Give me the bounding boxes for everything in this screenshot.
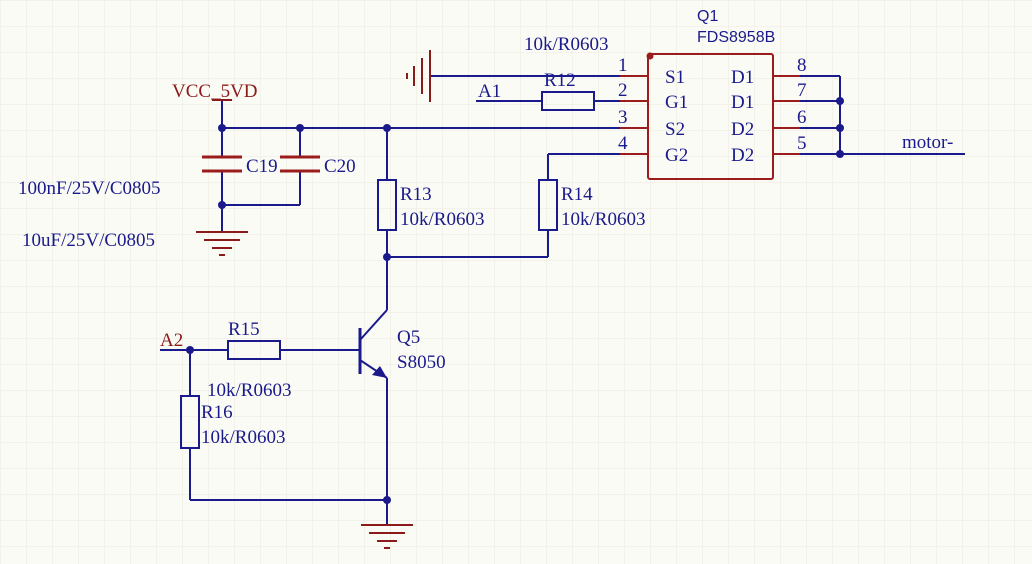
r12-value: 10k/R0603: [524, 34, 608, 55]
junction-dot: [836, 124, 844, 132]
q5-emitter-arrow: [372, 366, 387, 378]
q1-pin-name: G1: [665, 92, 688, 113]
resistor-r13-symbol: [377, 179, 397, 231]
junction-dot: [836, 97, 844, 105]
q5-designator: Q5: [397, 327, 420, 348]
q1-pin-num: 6: [797, 107, 807, 128]
resistor-r12-symbol: [541, 91, 595, 111]
ground-icon: [361, 524, 413, 549]
q1-pin-name: D1: [731, 92, 754, 113]
junction-dot: [836, 150, 844, 158]
r16-value: 10k/R0603: [201, 427, 285, 448]
junction-dot: [218, 201, 226, 209]
c19-value: 100nF/25V/C0805: [18, 178, 161, 199]
q1-right-pins: [773, 75, 800, 155]
junction-dot: [383, 253, 391, 261]
q1-left-pins: [620, 75, 648, 155]
q1-pin-num: 2: [618, 80, 628, 101]
q1-pin-num: 4: [618, 133, 628, 154]
r13-value: 10k/R0603: [400, 209, 484, 230]
q1-part: FDS8958B: [697, 29, 775, 46]
q1-pin-num: 3: [618, 107, 628, 128]
r12-designator: R12: [544, 70, 576, 91]
junction-dot: [383, 496, 391, 504]
q1-pin1-marker: [646, 52, 654, 60]
q1-pin-num: 8: [797, 55, 807, 76]
ground-icon: [196, 231, 248, 256]
resistor-r16-symbol: [180, 395, 200, 449]
q1-pin-num: 1: [618, 55, 628, 76]
r14-designator: R14: [561, 184, 593, 205]
r15-designator: R15: [228, 319, 260, 340]
c20-value: 10uF/25V/C0805: [22, 230, 155, 251]
junctions: [186, 97, 844, 504]
junction-dot: [218, 124, 226, 132]
q1-pin-name: G2: [665, 145, 688, 166]
q1-pin-name: S1: [665, 67, 685, 88]
junction-dot: [383, 124, 391, 132]
q1-pin-name: D2: [731, 145, 754, 166]
net-label-a2: A2: [160, 330, 183, 351]
q5-part: S8050: [397, 352, 446, 373]
r15-value: 10k/R0603: [207, 380, 291, 401]
r14-value: 10k/R0603: [561, 209, 645, 230]
r13-designator: R13: [400, 184, 432, 205]
q1-pin-num: 7: [797, 80, 807, 101]
capacitor-c19-symbol: [202, 155, 242, 173]
junction-dot: [296, 124, 304, 132]
c19-designator: C19: [246, 156, 278, 177]
junction-dot: [186, 346, 194, 354]
net-label-a1: A1: [478, 81, 501, 102]
net-label-motor: motor-: [902, 132, 953, 153]
capacitor-c20-symbol: [280, 155, 320, 173]
q1-pin-name: D1: [731, 67, 754, 88]
q1-pin-name: S2: [665, 119, 685, 140]
vcc-label: VCC_5VD: [172, 81, 258, 102]
q1-ic-body: [647, 53, 774, 180]
wires: [160, 75, 965, 525]
q1-designator: Q1: [697, 8, 718, 25]
r16-designator: R16: [201, 402, 233, 423]
c20-designator: C20: [324, 156, 356, 177]
resistor-r14-symbol: [538, 179, 558, 231]
q1-pin-num: 5: [797, 133, 807, 154]
ground-icon: [406, 50, 431, 102]
q1-pin-name: D2: [731, 119, 754, 140]
resistor-r15-symbol: [227, 340, 281, 360]
